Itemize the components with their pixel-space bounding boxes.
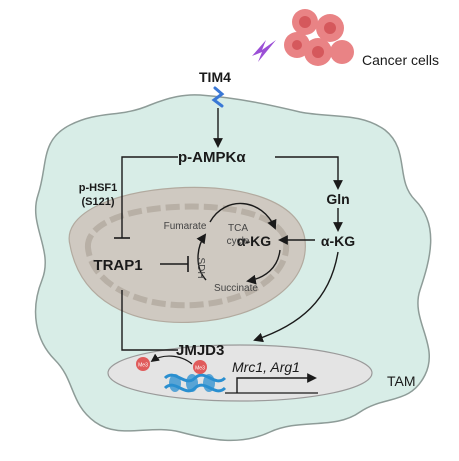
succinate-label: Succinate	[214, 283, 258, 294]
jmjd3-label: JMJD3	[176, 342, 224, 359]
tam-label: TAM	[387, 373, 416, 389]
akg-center-label: α-KG	[237, 233, 271, 249]
tca-arc-right	[246, 249, 281, 285]
arrow-akg-to-jmjd3	[253, 251, 339, 343]
tca-arc-top	[209, 202, 277, 230]
me3-label-left: Me3	[138, 363, 148, 369]
genes-label: Mrc1, Arg1	[232, 359, 300, 375]
tim4-label: TIM4	[199, 69, 231, 85]
me3-mark-right	[193, 360, 207, 374]
me3-mark-left	[136, 357, 150, 371]
gln-label: Gln	[326, 191, 349, 207]
gene-promoter-arrow	[236, 373, 317, 393]
cancer-cells-label: Cancer cells	[362, 52, 439, 68]
trap1-label: TRAP1	[93, 257, 142, 274]
p-hsf1-label: p-HSF1	[79, 182, 118, 194]
tca-cycle-label: cycle	[227, 236, 250, 247]
mitochondrion-icon	[68, 186, 306, 323]
tca-label: TCA	[228, 223, 248, 234]
line-trap1-to-jmjd3	[121, 290, 178, 351]
sdh-label: SDH	[195, 257, 206, 278]
dna-icon	[163, 373, 227, 393]
akg-right-label: α-KG	[321, 233, 355, 249]
fumarate-label: Fumarate	[164, 221, 207, 232]
me3-label-right: Me3	[195, 366, 205, 372]
arrow-me3-removal	[150, 353, 193, 365]
p-ampk-label: p-AMPKα	[178, 149, 246, 166]
inhibit-ampk-to-trap1	[121, 156, 178, 238]
p-hsf1-site-label: (S121)	[81, 196, 114, 208]
tca-arc-left	[196, 233, 207, 281]
receptor-icon	[211, 86, 225, 108]
arrow-ampk-to-gln	[275, 156, 343, 190]
lightning-icon	[252, 40, 276, 62]
cancer-cell-cluster-icon	[284, 9, 354, 66]
